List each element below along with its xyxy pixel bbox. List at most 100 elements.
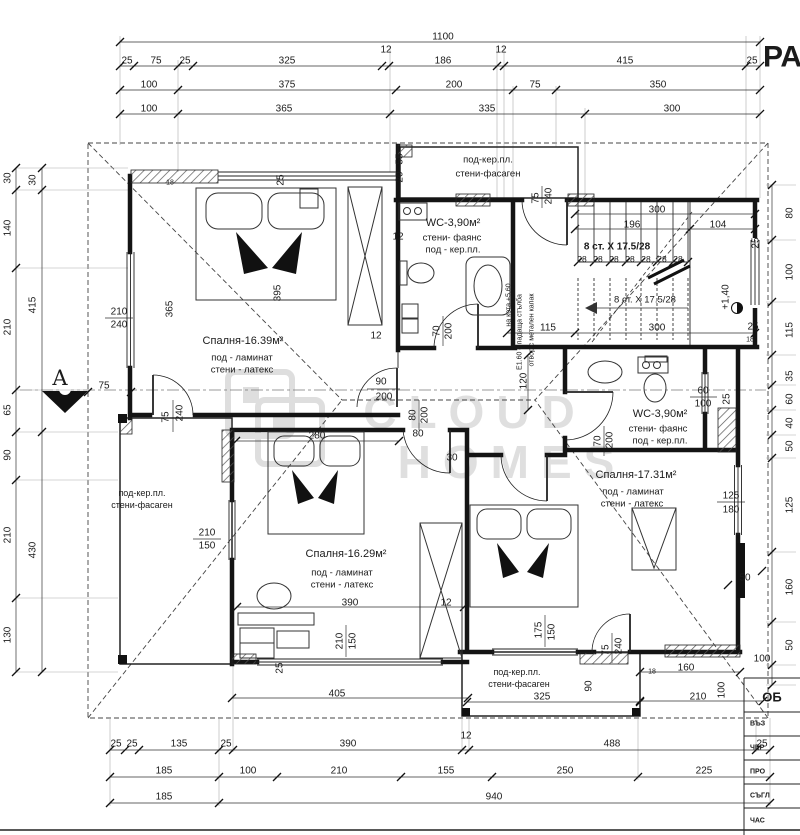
dim-label: 25	[121, 56, 133, 67]
dim-label: 28	[609, 254, 619, 264]
dim-label: 100	[695, 399, 712, 410]
blanket-bow	[236, 232, 302, 274]
dim-label: 18	[166, 180, 174, 187]
blanket-bow	[497, 543, 549, 578]
stair-note-lower: 8 ст. X 17.5/28	[614, 295, 676, 306]
shaft-note-3: на кота +5,60	[506, 283, 513, 326]
pillow	[205, 192, 263, 230]
nightstand	[299, 188, 319, 209]
page-title: РА	[763, 41, 800, 74]
terrace-floor: под-кер.пл.	[463, 155, 513, 166]
dim-label: 100	[141, 104, 158, 115]
furniture	[195, 186, 677, 659]
dim-label: 225	[696, 766, 713, 777]
dim-label: 12	[370, 331, 382, 342]
washbasin-cabinet	[637, 356, 669, 374]
dim-label: 90	[3, 449, 14, 461]
extension-lines	[16, 36, 796, 806]
room-name: Спалня-17.31м²	[596, 469, 677, 481]
dim-label: 140	[3, 219, 14, 236]
dim-label: 300	[649, 205, 666, 216]
dim-label: 28	[657, 254, 667, 264]
dim-label: 200	[446, 80, 463, 91]
dim-label: 75	[601, 644, 612, 656]
dim-label: 115	[540, 323, 556, 334]
shaft-note-2: Е1.60 с падаща стълба	[516, 294, 524, 370]
dim-label: 405	[329, 689, 346, 700]
dimension-ticks	[11, 37, 777, 808]
dim-label: 325	[534, 692, 551, 703]
room-name: WC-3,90м²	[633, 408, 688, 420]
dim-label: 100	[717, 681, 728, 698]
dim-label: 80	[408, 409, 419, 421]
washbasin-cabinet	[398, 202, 428, 221]
dim-label: 12	[440, 598, 452, 609]
dim-label: 20	[395, 171, 406, 183]
wall-blocks	[118, 414, 745, 716]
room-walls: стени- фаянс	[629, 424, 688, 435]
dim-label: 75	[150, 56, 162, 67]
dim-label: 160	[785, 578, 796, 595]
dim-label: 135	[171, 739, 188, 750]
title-block	[743, 677, 800, 835]
shaft-note-1: отвор с метален капак	[529, 293, 536, 367]
dim-label: 160	[678, 663, 695, 674]
room-walls: стени - латекс	[211, 365, 274, 376]
hatched-piers	[119, 144, 741, 665]
dim-label: 240	[614, 637, 625, 654]
dim-label: 390	[342, 598, 359, 609]
dim-label: 50	[785, 440, 796, 452]
dim-label: 12	[460, 731, 472, 742]
dim-label: 28	[625, 254, 635, 264]
dim-label: 180	[723, 505, 740, 516]
dim-label: 210	[690, 692, 707, 703]
cabinet	[401, 303, 419, 319]
dim-label: 100	[141, 80, 158, 91]
room-floor: под - ламинат	[311, 568, 373, 579]
dim-label: 104	[710, 220, 727, 231]
dim-label: 280	[309, 431, 326, 442]
blanket-bow	[292, 470, 338, 504]
dim-label: 240	[175, 404, 186, 421]
bed	[195, 187, 337, 301]
dim-label: 65	[3, 404, 14, 416]
dim-label: 70	[432, 325, 443, 337]
pillow	[319, 435, 361, 467]
dim-label: 125	[723, 491, 740, 502]
terrace-walls: стени-фасаген	[456, 169, 521, 180]
cabinet	[276, 630, 310, 649]
dim-label: 90	[375, 377, 387, 388]
toilet	[643, 373, 667, 403]
dim-label: 130	[3, 626, 14, 643]
dim-label: 125	[785, 496, 796, 513]
dim-label: 300	[649, 323, 666, 334]
dim-label: 25	[747, 322, 759, 333]
room-floor: под - кер.пл.	[425, 245, 480, 256]
dim-label: 186	[435, 56, 452, 67]
dim-label: 390	[340, 739, 357, 750]
dim-label: 60	[697, 386, 709, 397]
dim-label: 100	[240, 766, 257, 777]
terrace-walls: стени-фасаген	[488, 679, 550, 689]
dim-label: 28	[641, 254, 651, 264]
sink	[587, 360, 623, 384]
dim-label: 80	[785, 207, 796, 219]
dim-label: 12	[380, 45, 392, 56]
dim-label: 240	[544, 187, 555, 204]
dim-label: 12	[495, 45, 507, 56]
dim-label: 28	[593, 254, 603, 264]
dim-label: 55	[395, 153, 406, 165]
dim-label: 940	[486, 792, 503, 803]
dim-label: 12	[392, 232, 404, 243]
title-block-row: ЧАС	[750, 818, 765, 825]
dim-label: 488	[604, 739, 621, 750]
dim-label: 80	[412, 429, 424, 440]
dim-label: 28	[673, 254, 683, 264]
dim-label: 25	[722, 393, 733, 405]
wardrobe	[419, 522, 463, 659]
stair-note-upper: 8 ст. X 17.5/28	[584, 242, 651, 253]
dim-label: 415	[617, 56, 634, 67]
level-marker-fill	[737, 302, 743, 314]
section-label: А	[52, 366, 68, 390]
